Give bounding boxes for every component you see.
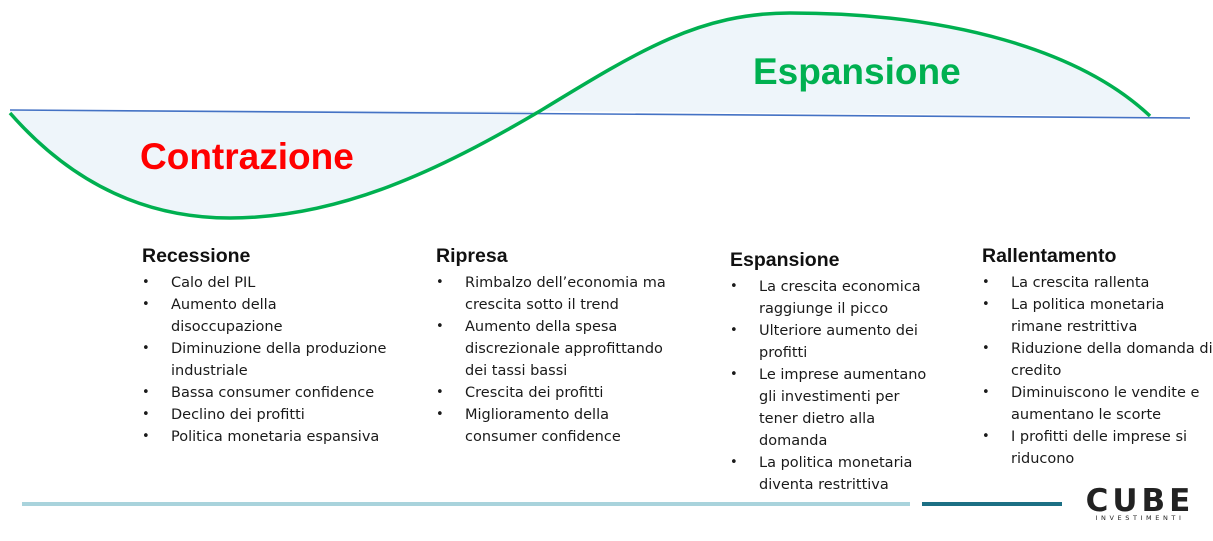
trend-baseline bbox=[9, 109, 1191, 119]
phase-list: •Rimbalzo dell’economia ma crescita sott… bbox=[436, 272, 666, 448]
list-item: •Diminuiscono le vendite e aumentano le … bbox=[982, 385, 1200, 423]
contraction-area bbox=[10, 110, 540, 218]
phase-title: Espansione bbox=[730, 249, 840, 271]
list-item: •Ulteriore aumento dei profitti bbox=[730, 323, 918, 361]
list-item: •Bassa consumer confidence bbox=[142, 385, 375, 401]
cube-investimenti-logo: CUBE INVESTIMENTI bbox=[1076, 483, 1204, 526]
phase-title: Recessione bbox=[142, 245, 251, 267]
list-item: •Diminuzione della produzione industrial… bbox=[142, 341, 387, 379]
phase-espansione: Espansione •La crescita economica raggiu… bbox=[730, 249, 940, 496]
phase-list: •Calo del PIL •Aumento della disoccupazi… bbox=[142, 272, 387, 448]
footer-divider-light bbox=[22, 502, 910, 506]
list-item: •Calo del PIL bbox=[142, 275, 256, 291]
list-item: •Aumento della disoccupazione bbox=[142, 297, 283, 335]
expansion-label: Espansione bbox=[753, 51, 961, 92]
phase-list: •La crescita rallenta •La politica monet… bbox=[982, 272, 1213, 470]
phase-rallentamento: Rallentamento •La crescita rallenta •La … bbox=[982, 245, 1213, 470]
phase-ripresa: Ripresa •Rimbalzo dell’economia ma cresc… bbox=[436, 245, 666, 448]
cycle-curve bbox=[8, 11, 1152, 220]
list-item: •Politica monetaria espansiva bbox=[142, 429, 380, 445]
list-item: •Rimbalzo dell’economia ma crescita sott… bbox=[436, 275, 666, 313]
phase-list: •La crescita economica raggiunge il picc… bbox=[730, 276, 940, 496]
list-item: •La politica monetaria diventa restritti… bbox=[730, 455, 913, 493]
list-item: •Le imprese aumentano gli investimenti p… bbox=[730, 367, 927, 449]
list-item: •La politica monetaria rimane restrittiv… bbox=[982, 297, 1165, 335]
phase-title: Rallentamento bbox=[982, 245, 1117, 267]
list-item: •Aumento della spesa discrezionale appro… bbox=[436, 319, 663, 379]
list-item: •Miglioramento della consumer confidence bbox=[436, 407, 621, 445]
contraction-label: Contrazione bbox=[140, 136, 354, 177]
logo-wordmark: CUBE bbox=[1085, 483, 1195, 519]
list-item: •Declino dei profitti bbox=[142, 407, 305, 423]
list-item: •Riduzione della domanda di credito bbox=[982, 341, 1213, 379]
list-item: •I profitti delle imprese si riducono bbox=[982, 429, 1188, 467]
phase-recessione: Recessione •Calo del PIL •Aumento della … bbox=[142, 245, 387, 448]
logo-subtitle: INVESTIMENTI bbox=[1095, 514, 1185, 522]
list-item: •La crescita rallenta bbox=[982, 275, 1150, 291]
list-item: •Crescita dei profitti bbox=[436, 385, 604, 401]
list-item: •La crescita economica raggiunge il picc… bbox=[730, 279, 921, 317]
phase-title: Ripresa bbox=[436, 245, 508, 267]
footer-divider-dark bbox=[922, 502, 1062, 506]
